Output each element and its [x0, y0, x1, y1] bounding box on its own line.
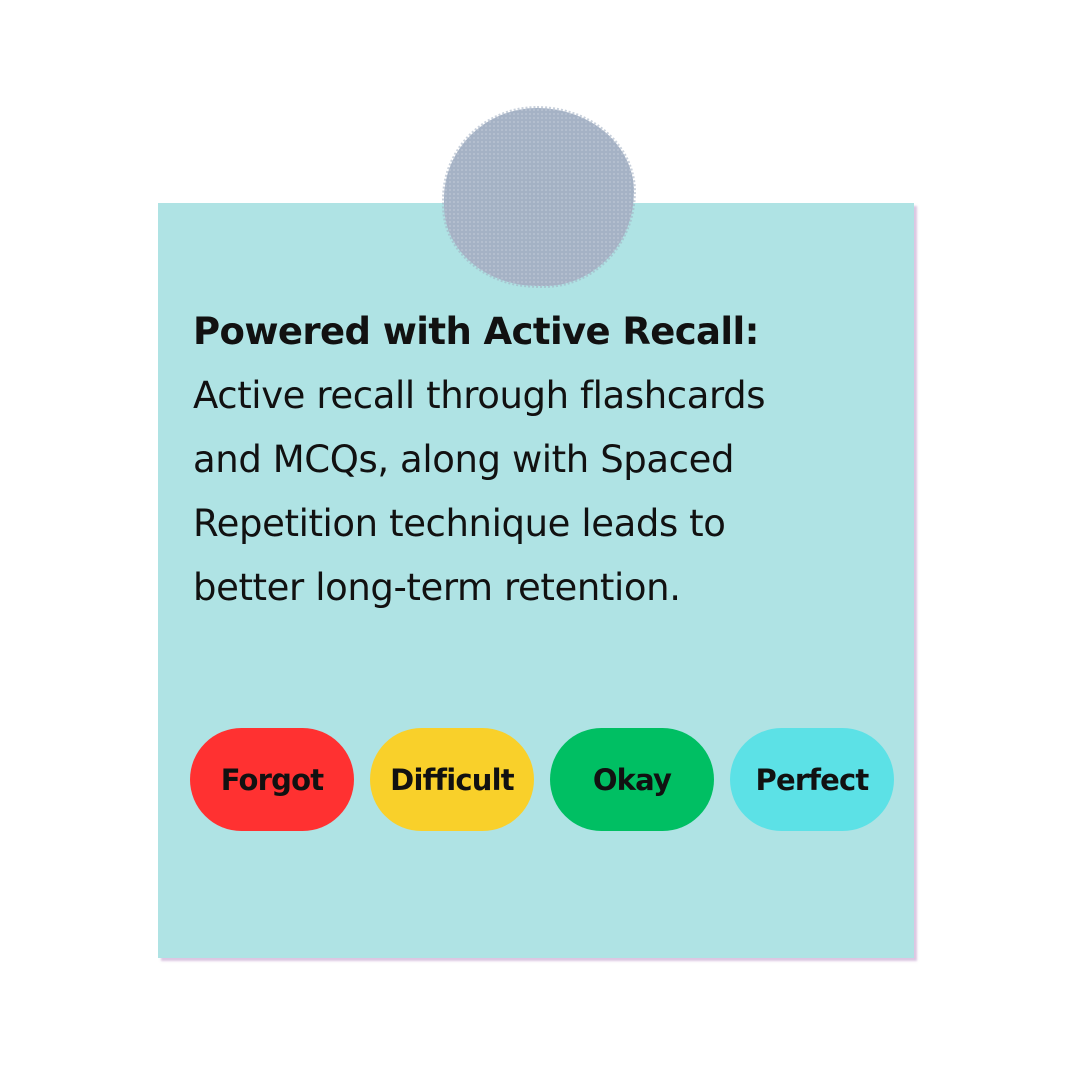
forgot-button[interactable]: Forgot — [190, 728, 354, 831]
card-body-line: better long-term retention. — [193, 566, 681, 609]
card-text: Powered with Active Recall: Active recal… — [193, 300, 873, 620]
card-body: Active recall through flashcards and MCQ… — [193, 364, 873, 620]
card-headline: Powered with Active Recall: — [193, 310, 759, 353]
rating-buttons: Forgot Difficult Okay Perfect — [190, 728, 894, 831]
card-body-line: Active recall through flashcards — [193, 374, 766, 417]
difficult-button[interactable]: Difficult — [370, 728, 534, 831]
sticky-note-card — [158, 203, 914, 958]
perfect-button[interactable]: Perfect — [730, 728, 894, 831]
card-body-line: and MCQs, along with Spaced — [193, 438, 735, 481]
card-body-line: Repetition technique leads to — [193, 502, 726, 545]
pushpin-icon — [442, 106, 636, 288]
okay-button[interactable]: Okay — [550, 728, 714, 831]
